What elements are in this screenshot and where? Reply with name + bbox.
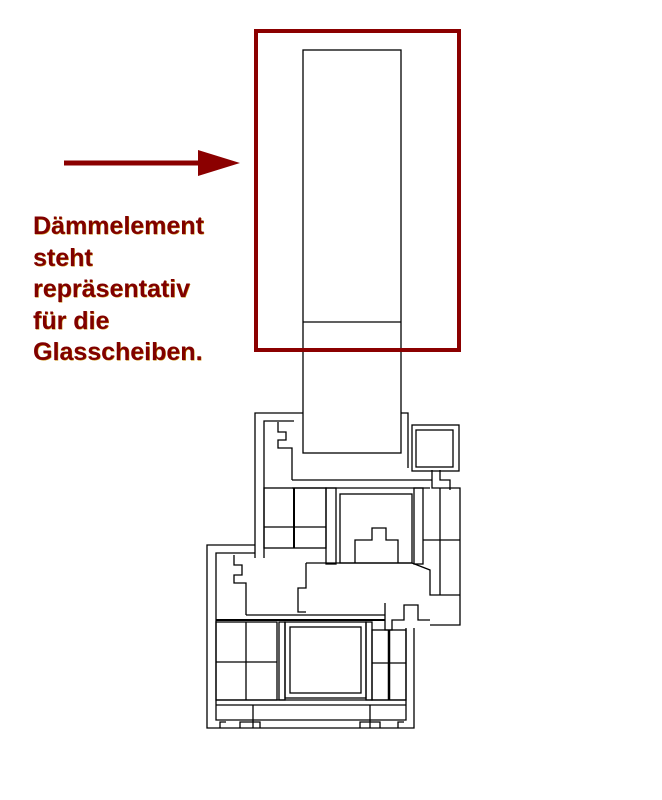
- annotation-line: Glasscheiben.: [33, 338, 203, 366]
- annotation-text: Dämmelement steht repräsentativ für die …: [33, 211, 253, 369]
- insulation-element: [302, 49, 402, 454]
- annotation-line: steht: [33, 243, 93, 272]
- sash-profile: [254, 412, 461, 626]
- frame-profile: [206, 544, 430, 729]
- annotation-line: für die: [33, 306, 110, 335]
- highlight-box: [254, 29, 461, 352]
- arrow-icon: [64, 150, 240, 176]
- annotation-line: repräsentativ: [33, 275, 191, 303]
- annotation-line: Dämmelement: [33, 212, 204, 240]
